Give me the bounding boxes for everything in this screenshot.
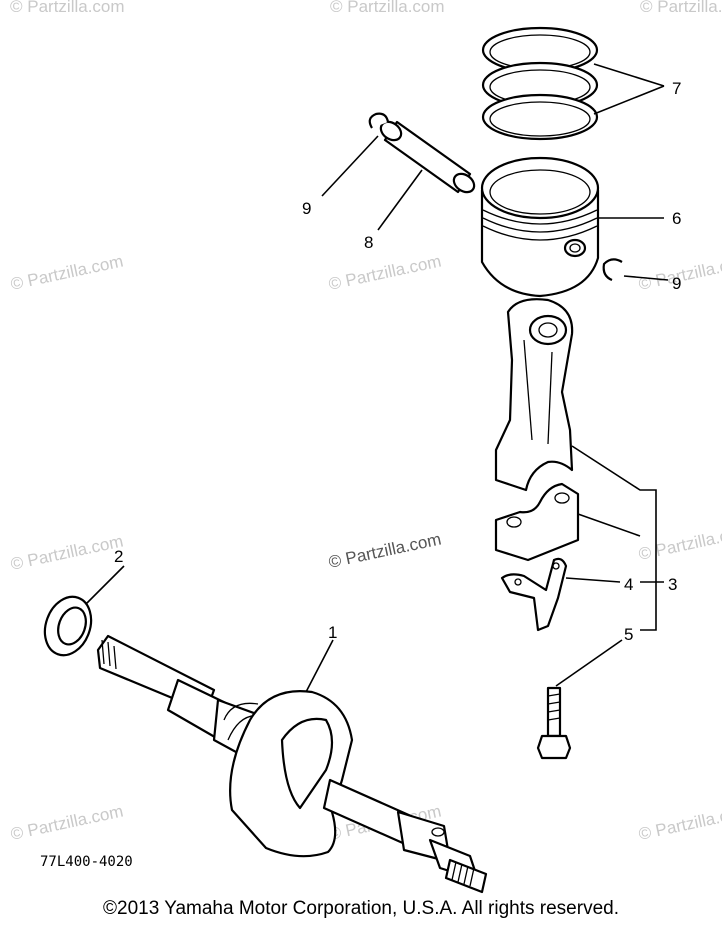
callout-2: 2 [114, 547, 123, 566]
watermark: © Partzilla.com [9, 532, 125, 574]
callout-9-right: 9 [672, 274, 681, 293]
callout-6: 6 [672, 209, 681, 228]
callout-labels: 7 6 9 9 8 4 3 5 2 1 [114, 79, 681, 644]
watermark: © Partzilla.com [640, 0, 722, 16]
watermark: © Partzilla.com [327, 252, 443, 294]
watermark: © Partzilla.com [637, 802, 722, 844]
watermarks: © Partzilla.com © Partzilla.com © Partzi… [9, 0, 722, 844]
watermark: © Partzilla.com [10, 0, 125, 16]
callout-7: 7 [672, 79, 681, 98]
callout-9-left: 9 [302, 199, 311, 218]
leader-lines [85, 63, 669, 693]
callout-5: 5 [624, 625, 633, 644]
watermark: © Partzilla.com [330, 0, 445, 16]
connecting-rod-bolt[interactable] [536, 686, 572, 760]
watermark: © Partzilla.com [637, 522, 722, 564]
piston-rings[interactable] [481, 26, 599, 141]
piston-pin-clip-left[interactable] [368, 112, 390, 129]
connecting-rod-cap[interactable] [494, 482, 580, 562]
crankshaft[interactable] [96, 634, 488, 894]
callout-3: 3 [668, 575, 677, 594]
watermark: © Partzilla.com [9, 252, 125, 294]
watermark-center: © Partzilla.com [327, 530, 443, 572]
diagram-code: 77L400-4020 [40, 854, 133, 870]
callout-8: 8 [364, 233, 373, 252]
piston[interactable] [480, 156, 600, 298]
callout-1: 1 [328, 623, 337, 642]
watermark: © Partzilla.com [9, 802, 125, 844]
piston-pin-clip-right[interactable] [602, 258, 623, 282]
lock-washer[interactable] [500, 557, 568, 632]
connecting-rod[interactable] [494, 298, 574, 492]
crankshaft-washer[interactable] [37, 590, 99, 661]
piston-pin[interactable] [377, 118, 477, 196]
callout-4: 4 [624, 575, 633, 594]
copyright-notice: ©2013 Yamaha Motor Corporation, U.S.A. A… [103, 898, 619, 919]
